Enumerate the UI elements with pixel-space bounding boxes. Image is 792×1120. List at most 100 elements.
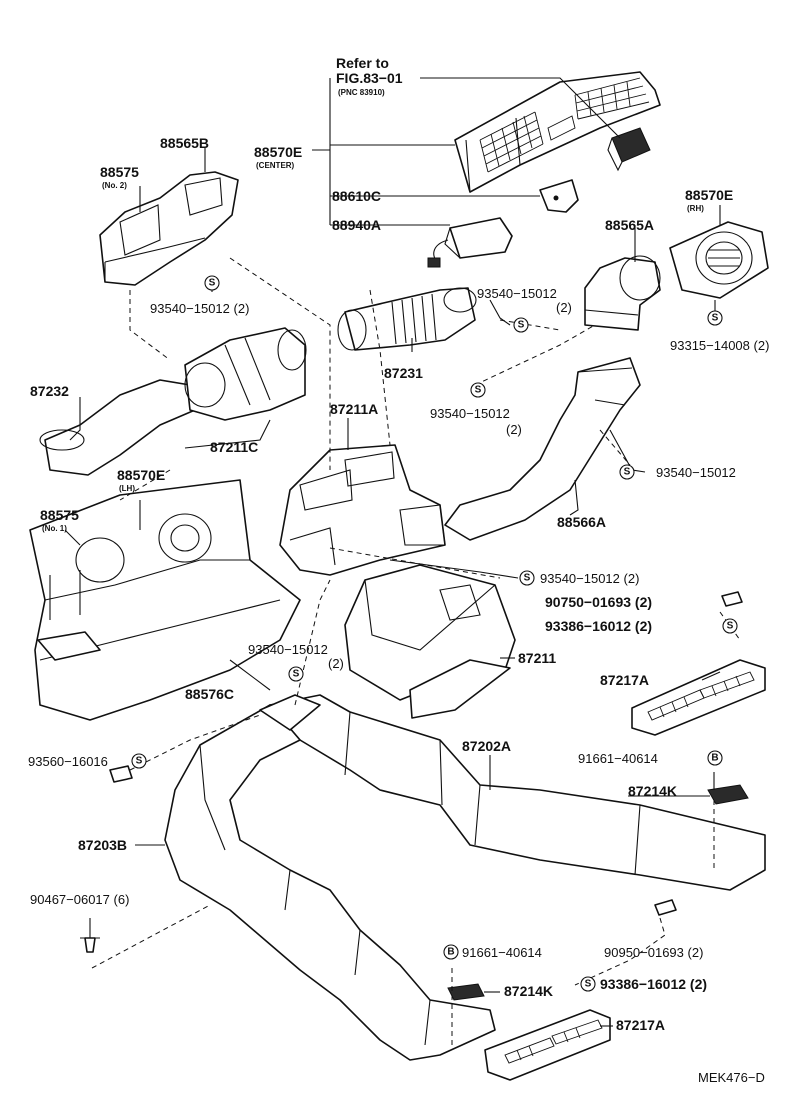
label-87211C: 87211C — [210, 439, 258, 455]
label-88575-no2: 88575 — [100, 164, 139, 180]
leader-lines — [64, 77, 721, 1027]
svg-text:B: B — [711, 753, 718, 764]
switch-unit — [607, 127, 651, 172]
symbol-s-93386-b: S — [580, 976, 596, 992]
symbol-s-93386-a: S — [722, 618, 738, 634]
box-87211 — [344, 564, 516, 719]
svg-text:S: S — [209, 278, 216, 289]
label-90750-01693: 90750−01693 (2) — [545, 594, 652, 610]
label-93540-15012-d: 93540−15012 — [656, 465, 736, 480]
refer-line2: FIG.83−01 — [336, 70, 403, 86]
label-87203B: 87203B — [78, 837, 127, 853]
label-93540-15012-b1: 93540−15012 — [477, 286, 557, 301]
svg-text:S: S — [293, 669, 300, 680]
label-93540-15012-c2: (2) — [506, 422, 522, 437]
svg-text:S: S — [712, 313, 719, 324]
clip-90467 — [80, 937, 100, 953]
duct-87203B — [164, 694, 496, 1061]
svg-text:S: S — [585, 979, 592, 990]
symbol-s-93540-c: S — [470, 382, 486, 398]
label-93540-15012-a: 93540−15012 (2) — [150, 301, 249, 316]
label-93540-15012-f1: 93540−15012 — [248, 642, 328, 657]
grille-87217A-upper — [631, 659, 766, 736]
label-88566A: 88566A — [557, 514, 606, 530]
part-labels: Refer to FIG.83−01 (PNC 83910) 88570E (C… — [28, 55, 769, 1085]
label-91661-40614-a: 91661−40614 — [578, 751, 658, 766]
assembly-dashed-lines — [91, 257, 741, 1050]
duct-assembly-88576C — [29, 479, 301, 721]
label-88570E-rh-sub: (RH) — [687, 204, 704, 213]
symbol-s-93540-a: S — [204, 275, 220, 291]
svg-text:S: S — [727, 621, 734, 632]
label-88570E-lh: 88570E — [117, 467, 165, 483]
refer-line1: Refer to — [336, 55, 389, 71]
label-93386-16012-a: 93386−16012 (2) — [545, 618, 652, 634]
label-93386-16012-b: 93386−16012 (2) — [600, 976, 707, 992]
label-87214K-lower: 87214K — [504, 983, 553, 999]
symbol-b-91661-b: B — [443, 944, 459, 960]
clip-90750 — [721, 591, 743, 607]
label-88576C: 88576C — [185, 686, 234, 702]
label-88940A: 88940A — [332, 217, 381, 233]
label-87217A-lower: 87217A — [616, 1017, 665, 1033]
svg-text:S: S — [136, 756, 143, 767]
label-87202A: 87202A — [462, 738, 511, 754]
duct-88565B-88575-no2 — [99, 171, 239, 286]
grille-87217A-lower — [484, 1009, 611, 1081]
clip-90950 — [654, 899, 677, 916]
label-87232: 87232 — [30, 383, 69, 399]
svg-text:B: B — [447, 947, 454, 958]
label-93540-15012-f2: (2) — [328, 656, 344, 671]
label-93540-15012-e: 93540−15012 (2) — [540, 571, 639, 586]
elbow-88565A — [584, 255, 661, 331]
symbol-s-93315: S — [707, 310, 723, 326]
symbol-b-91661-a: B — [707, 750, 723, 766]
label-88575-no1-sub: (No. 1) — [42, 524, 67, 533]
label-88570E-center: 88570E — [254, 144, 302, 160]
label-87211A: 87211A — [330, 401, 378, 417]
label-88570E-lh-sub: (LH) — [119, 484, 135, 493]
label-93315-14008: 93315−14008 (2) — [670, 338, 769, 353]
housing-87211A — [279, 444, 446, 576]
label-87231: 87231 — [384, 365, 423, 381]
label-88565A: 88565A — [605, 217, 654, 233]
svg-text:S: S — [475, 385, 482, 396]
label-88570E-center-sub: (CENTER) — [256, 161, 295, 170]
duct-87211C — [184, 327, 307, 421]
symbol-s-93540-e: S — [519, 570, 535, 586]
symbol-s-93540-b: S — [513, 317, 529, 333]
outlet-88570E-rh — [669, 221, 769, 299]
label-87211: 87211 — [518, 650, 556, 666]
bracket-88610C — [539, 179, 579, 213]
sensor-88940A — [427, 217, 513, 268]
symbol-s-93560: S — [131, 753, 147, 769]
clip-87214K-lower — [447, 983, 485, 1001]
duct-87202A — [269, 694, 766, 891]
label-93540-15012-c1: 93540−15012 — [430, 406, 510, 421]
label-87214K-upper: 87214K — [628, 783, 677, 799]
refer-line3: (PNC 83910) — [338, 88, 385, 97]
symbol-s-93540-d: S — [619, 464, 635, 480]
label-91661-40614-b: 91661−40614 — [462, 945, 542, 960]
center-register-88570E — [454, 71, 661, 193]
label-93560-16016: 93560−16016 — [28, 754, 108, 769]
label-88610C: 88610C — [332, 188, 381, 204]
symbol-s-93540-f: S — [288, 666, 304, 682]
label-90950-01693: 90950−01693 (2) — [604, 945, 703, 960]
svg-text:S: S — [518, 320, 525, 331]
label-88565B: 88565B — [160, 135, 209, 151]
flex-hose-87231 — [337, 287, 477, 351]
label-88575-no2-sub: (No. 2) — [102, 181, 127, 190]
diagram-code: MEK476−D — [698, 1070, 765, 1085]
label-90467-06017: 90467−06017 (6) — [30, 892, 129, 907]
svg-text:S: S — [524, 573, 531, 584]
label-87217A-upper: 87217A — [600, 672, 649, 688]
svg-text:S: S — [624, 467, 631, 478]
label-88575-no1: 88575 — [40, 507, 79, 523]
clip-93560 — [109, 765, 133, 783]
label-88570E-rh: 88570E — [685, 187, 733, 203]
duct-88566A — [444, 357, 641, 541]
clip-87214K-upper — [707, 784, 749, 805]
